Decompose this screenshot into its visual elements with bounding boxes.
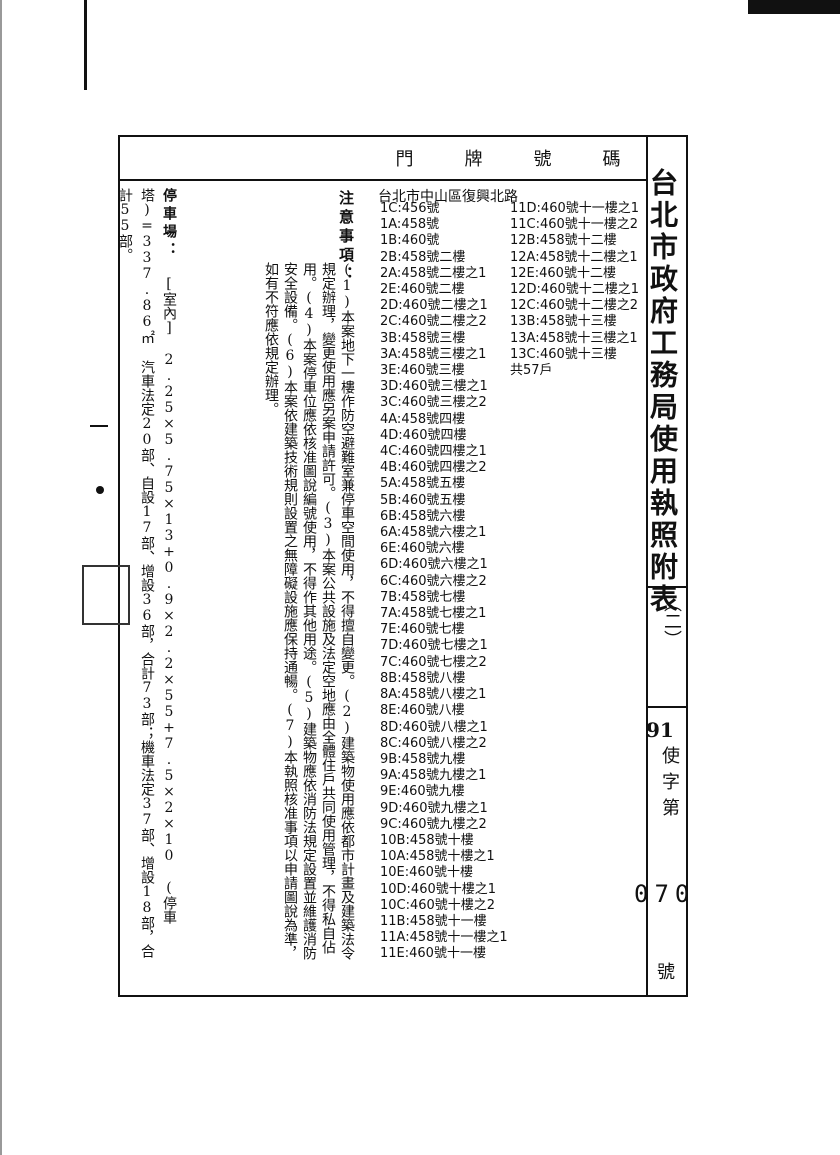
address-entry: 1A:458號 [380, 217, 440, 233]
address-entry: 12A:458號十二樓之1 [510, 249, 638, 265]
address-entry: 8D:460號八樓之1 [380, 719, 488, 735]
address-entry: 10D:460號十樓之1 [380, 881, 497, 897]
address-entry: 2C:460號二樓之2 [380, 314, 487, 330]
street-address: 台北市中山區復興北路 [378, 189, 518, 205]
address-entry: 7A:458號七樓之1 [380, 606, 487, 622]
address-entry: 6A:458號六樓之1 [380, 525, 487, 541]
header-char-1: 門 [395, 149, 414, 170]
scan-dot-hole [90, 425, 108, 427]
address-entry: 7C:460號七樓之2 [380, 654, 487, 670]
address-entry: 1C:456號 [380, 201, 440, 216]
address-entry: 6E:460號六樓 [380, 541, 465, 557]
address-entry: 11A:458號十一樓之1 [380, 930, 508, 946]
household-total: 共57戶 [510, 363, 553, 379]
address-entry: 8A:458號八樓之1 [380, 687, 487, 703]
address-entry: 6D:460號六樓之1 [380, 557, 488, 573]
document-title: 台北市政府工務局使用執照附表 [646, 168, 679, 616]
license-unit: 號 [657, 962, 675, 983]
header-char-2: 牌 [464, 149, 483, 170]
address-entry: 13C:460號十三樓 [510, 346, 617, 362]
header-char-3: 號 [533, 149, 552, 170]
address-entry: 9B:458號九樓 [380, 751, 466, 767]
notes-text: (1)本案地下一樓作防空避難室兼停車空間使用，不得擅自變更。(2)建築物使用應依… [263, 262, 355, 960]
approval-stamp [82, 565, 130, 625]
title-divider-1 [646, 586, 688, 588]
address-entry: 2B:458號二樓 [380, 249, 466, 265]
address-entry: 4B:460號四樓之2 [380, 460, 487, 476]
address-entry: 12D:460號十二樓之1 [510, 282, 640, 298]
address-entry: 8B:458號八樓 [380, 670, 466, 686]
address-entry: 10E:460號十樓 [380, 865, 473, 881]
address-entry: 7E:460號七樓 [380, 622, 465, 638]
address-entry: 4A:458號四樓 [380, 411, 466, 427]
address-entry: 1B:460號 [380, 233, 440, 249]
address-entry: 6B:458號六樓 [380, 508, 466, 524]
scan-edge-left [0, 0, 2, 1155]
address-entry: 4D:460號四樓 [380, 427, 467, 443]
address-entry: 8E:460號八樓 [380, 703, 465, 719]
address-entry: 9C:460號九樓之2 [380, 816, 487, 832]
address-entry: 11C:460號十一樓之2 [510, 217, 639, 233]
address-entry: 5A:458號五樓 [380, 476, 466, 492]
address-entry: 11E:460號十一樓 [380, 946, 486, 962]
address-column-header: 門 牌 號 碼 [120, 137, 646, 181]
address-entry: 3A:458號三樓之1 [380, 346, 487, 362]
address-entry: 13A:458號十三樓之1 [510, 330, 638, 346]
scan-dot-hole-2 [96, 486, 104, 494]
address-entry: 9E:460號九樓 [380, 784, 465, 800]
address-entry: 11D:460號十一樓之1 [510, 201, 640, 216]
title-divider-2 [646, 706, 688, 708]
address-entry: 10C:460號十樓之2 [380, 897, 496, 913]
address-entry: 12C:460號十二樓之2 [510, 298, 639, 314]
address-entry: 5B:460號五樓 [380, 492, 466, 508]
address-entry: 3B:458號三樓 [380, 330, 466, 346]
scan-edge-corner [748, 0, 840, 14]
scan-edge-top [84, 0, 87, 90]
address-entry: 2A:458號二樓之1 [380, 265, 487, 281]
address-entry: 9D:460號九樓之1 [380, 800, 488, 816]
address-entry: 10B:458號十樓 [380, 832, 474, 848]
notes-label: 注意事項： [337, 190, 355, 285]
address-entry: 2E:460號二樓 [380, 282, 465, 298]
document-title-suffix: （二） [661, 594, 682, 648]
address-entry: 12B:458號十二樓 [510, 233, 617, 249]
parking-label: 停車場： [161, 188, 177, 260]
header-char-4: 碼 [602, 149, 621, 170]
address-entry: 2D:460號二樓之1 [380, 298, 488, 314]
license-year: 91 [646, 718, 674, 742]
address-entry: 7D:460號七樓之1 [380, 638, 488, 654]
license-stamp-number: 070 [634, 880, 696, 908]
title-column [646, 137, 686, 995]
address-entry: 8C:460號八樓之2 [380, 735, 487, 751]
address-entry: 6C:460號六樓之2 [380, 573, 487, 589]
parking-text: [室內] 2.25×5.75×13+0.9×2.2×55+7.5×2×10 (停… [117, 188, 177, 958]
address-entry: 3E:460號三樓 [380, 363, 465, 379]
address-entry: 13B:458號十三樓 [510, 314, 617, 330]
address-entry: 4C:460號四樓之1 [380, 444, 487, 460]
address-entry: 3D:460號三樓之1 [380, 379, 488, 395]
address-entry: 10A:458號十樓之1 [380, 849, 495, 865]
address-entry: 7B:458號七樓 [380, 589, 466, 605]
address-entry: 11B:458號十一樓 [380, 913, 487, 929]
address-entry: 9A:458號九樓之1 [380, 768, 487, 784]
address-entry: 3C:460號三樓之2 [380, 395, 487, 411]
parking-section: 停車場： [室內] 2.25×5.75×13+0.9×2.2×55+7.5×2×… [117, 188, 180, 968]
license-type: 使字第 [659, 746, 680, 824]
address-entry: 12E:460號十二樓 [510, 265, 616, 281]
